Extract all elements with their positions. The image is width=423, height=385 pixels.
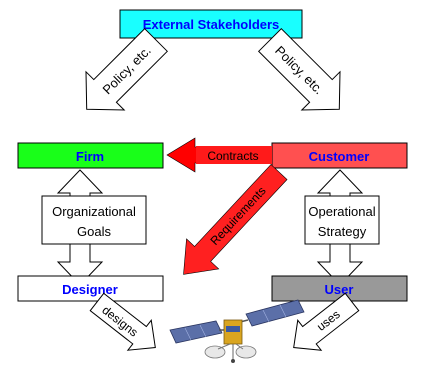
firm-label: Firm	[76, 149, 104, 164]
user-box	[271, 275, 408, 302]
organizational-goals-line-1: Organizational	[52, 204, 136, 219]
contracts-arrow: Contracts	[166, 137, 273, 173]
satellite-icon	[169, 299, 305, 363]
firm-box	[17, 142, 164, 169]
customer-label: Customer	[309, 149, 370, 164]
designer-box	[17, 275, 164, 302]
uses-arrow: uses	[293, 292, 360, 351]
requirements-arrow: Requirements	[183, 164, 288, 275]
stakeholders-label: External Stakeholders	[143, 17, 280, 32]
user-label: User	[325, 282, 354, 297]
requirements-label: Requirements	[207, 184, 268, 248]
operational-strategy-link: Operational Strategy	[304, 169, 380, 286]
designs-arrow: designs	[89, 292, 156, 351]
stakeholders-box	[119, 9, 303, 39]
designer-label: Designer	[62, 282, 118, 297]
organizational-goals-line-2: Goals	[77, 224, 111, 239]
operational-strategy-line-1: Operational	[308, 204, 375, 219]
contracts-label: Contracts	[207, 149, 258, 163]
organizational-goals-link: Organizational Goals	[41, 169, 147, 286]
operational-strategy-line-2: Strategy	[318, 224, 367, 239]
